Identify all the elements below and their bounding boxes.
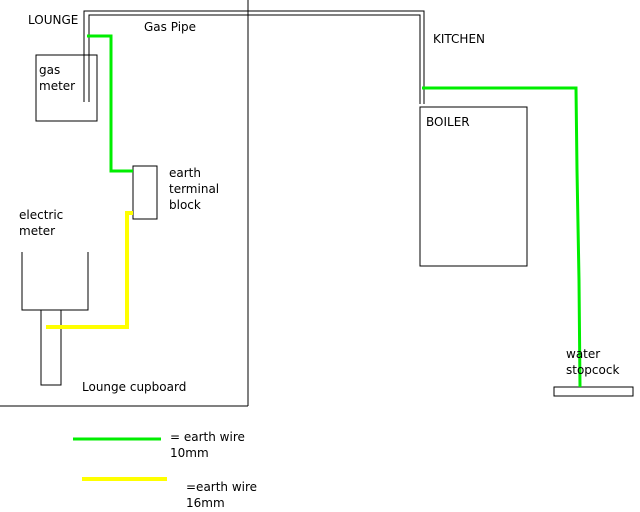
gas-meter-label-line: meter (39, 79, 76, 93)
boiler-label: BOILER (426, 115, 470, 129)
gas-meter-label: gas meter (39, 62, 75, 94)
gas-pipe (83, 10, 425, 104)
electric-meter-label-line: electric (19, 208, 64, 222)
water-stopcock-label-line: water (566, 347, 601, 361)
legend-text-10mm: = earth wire 10mm (170, 429, 245, 461)
water-stopcock-label-line: stopcock (566, 363, 620, 377)
earth-wire-10mm-boiler-stopcock (422, 86, 582, 388)
earth-wire-16mm (46, 211, 133, 329)
gas-pipe-label: Gas Pipe (144, 20, 197, 34)
electric-meter-cable (40, 309, 62, 386)
earth-terminal-block-label: earth terminal block (169, 165, 219, 213)
gas-meter-label-line: gas (39, 63, 61, 77)
kitchen-label: KITCHEN (433, 32, 485, 46)
legend-text-line: = earth wire (170, 430, 245, 444)
legend-text-line: =earth wire (186, 480, 258, 494)
electric-meter-label: electric meter (19, 207, 63, 239)
legend-text-line: 16mm (186, 496, 225, 510)
earth-terminal-block-label-line: block (169, 198, 201, 212)
gas-meter-box (35, 54, 98, 122)
boiler-box (419, 106, 528, 267)
earth-wire-10mm-gas-meter (87, 34, 133, 173)
water-stopcock-label: water stopcock (566, 346, 619, 378)
earth-terminal-block-label-line: earth (169, 166, 201, 180)
lounge-cupboard-label: Lounge cupboard (82, 380, 187, 394)
legend-text-16mm: =earth wire 16mm (186, 479, 257, 511)
lounge-label: LOUNGE (28, 13, 79, 27)
earth-terminal-block-box (132, 165, 158, 220)
earth-terminal-block-label-line: terminal (169, 182, 220, 196)
electric-meter-box (21, 252, 89, 311)
legend-text-line: 10mm (170, 446, 209, 460)
electric-meter-label-line: meter (19, 224, 56, 238)
water-stopcock-box (553, 386, 634, 397)
